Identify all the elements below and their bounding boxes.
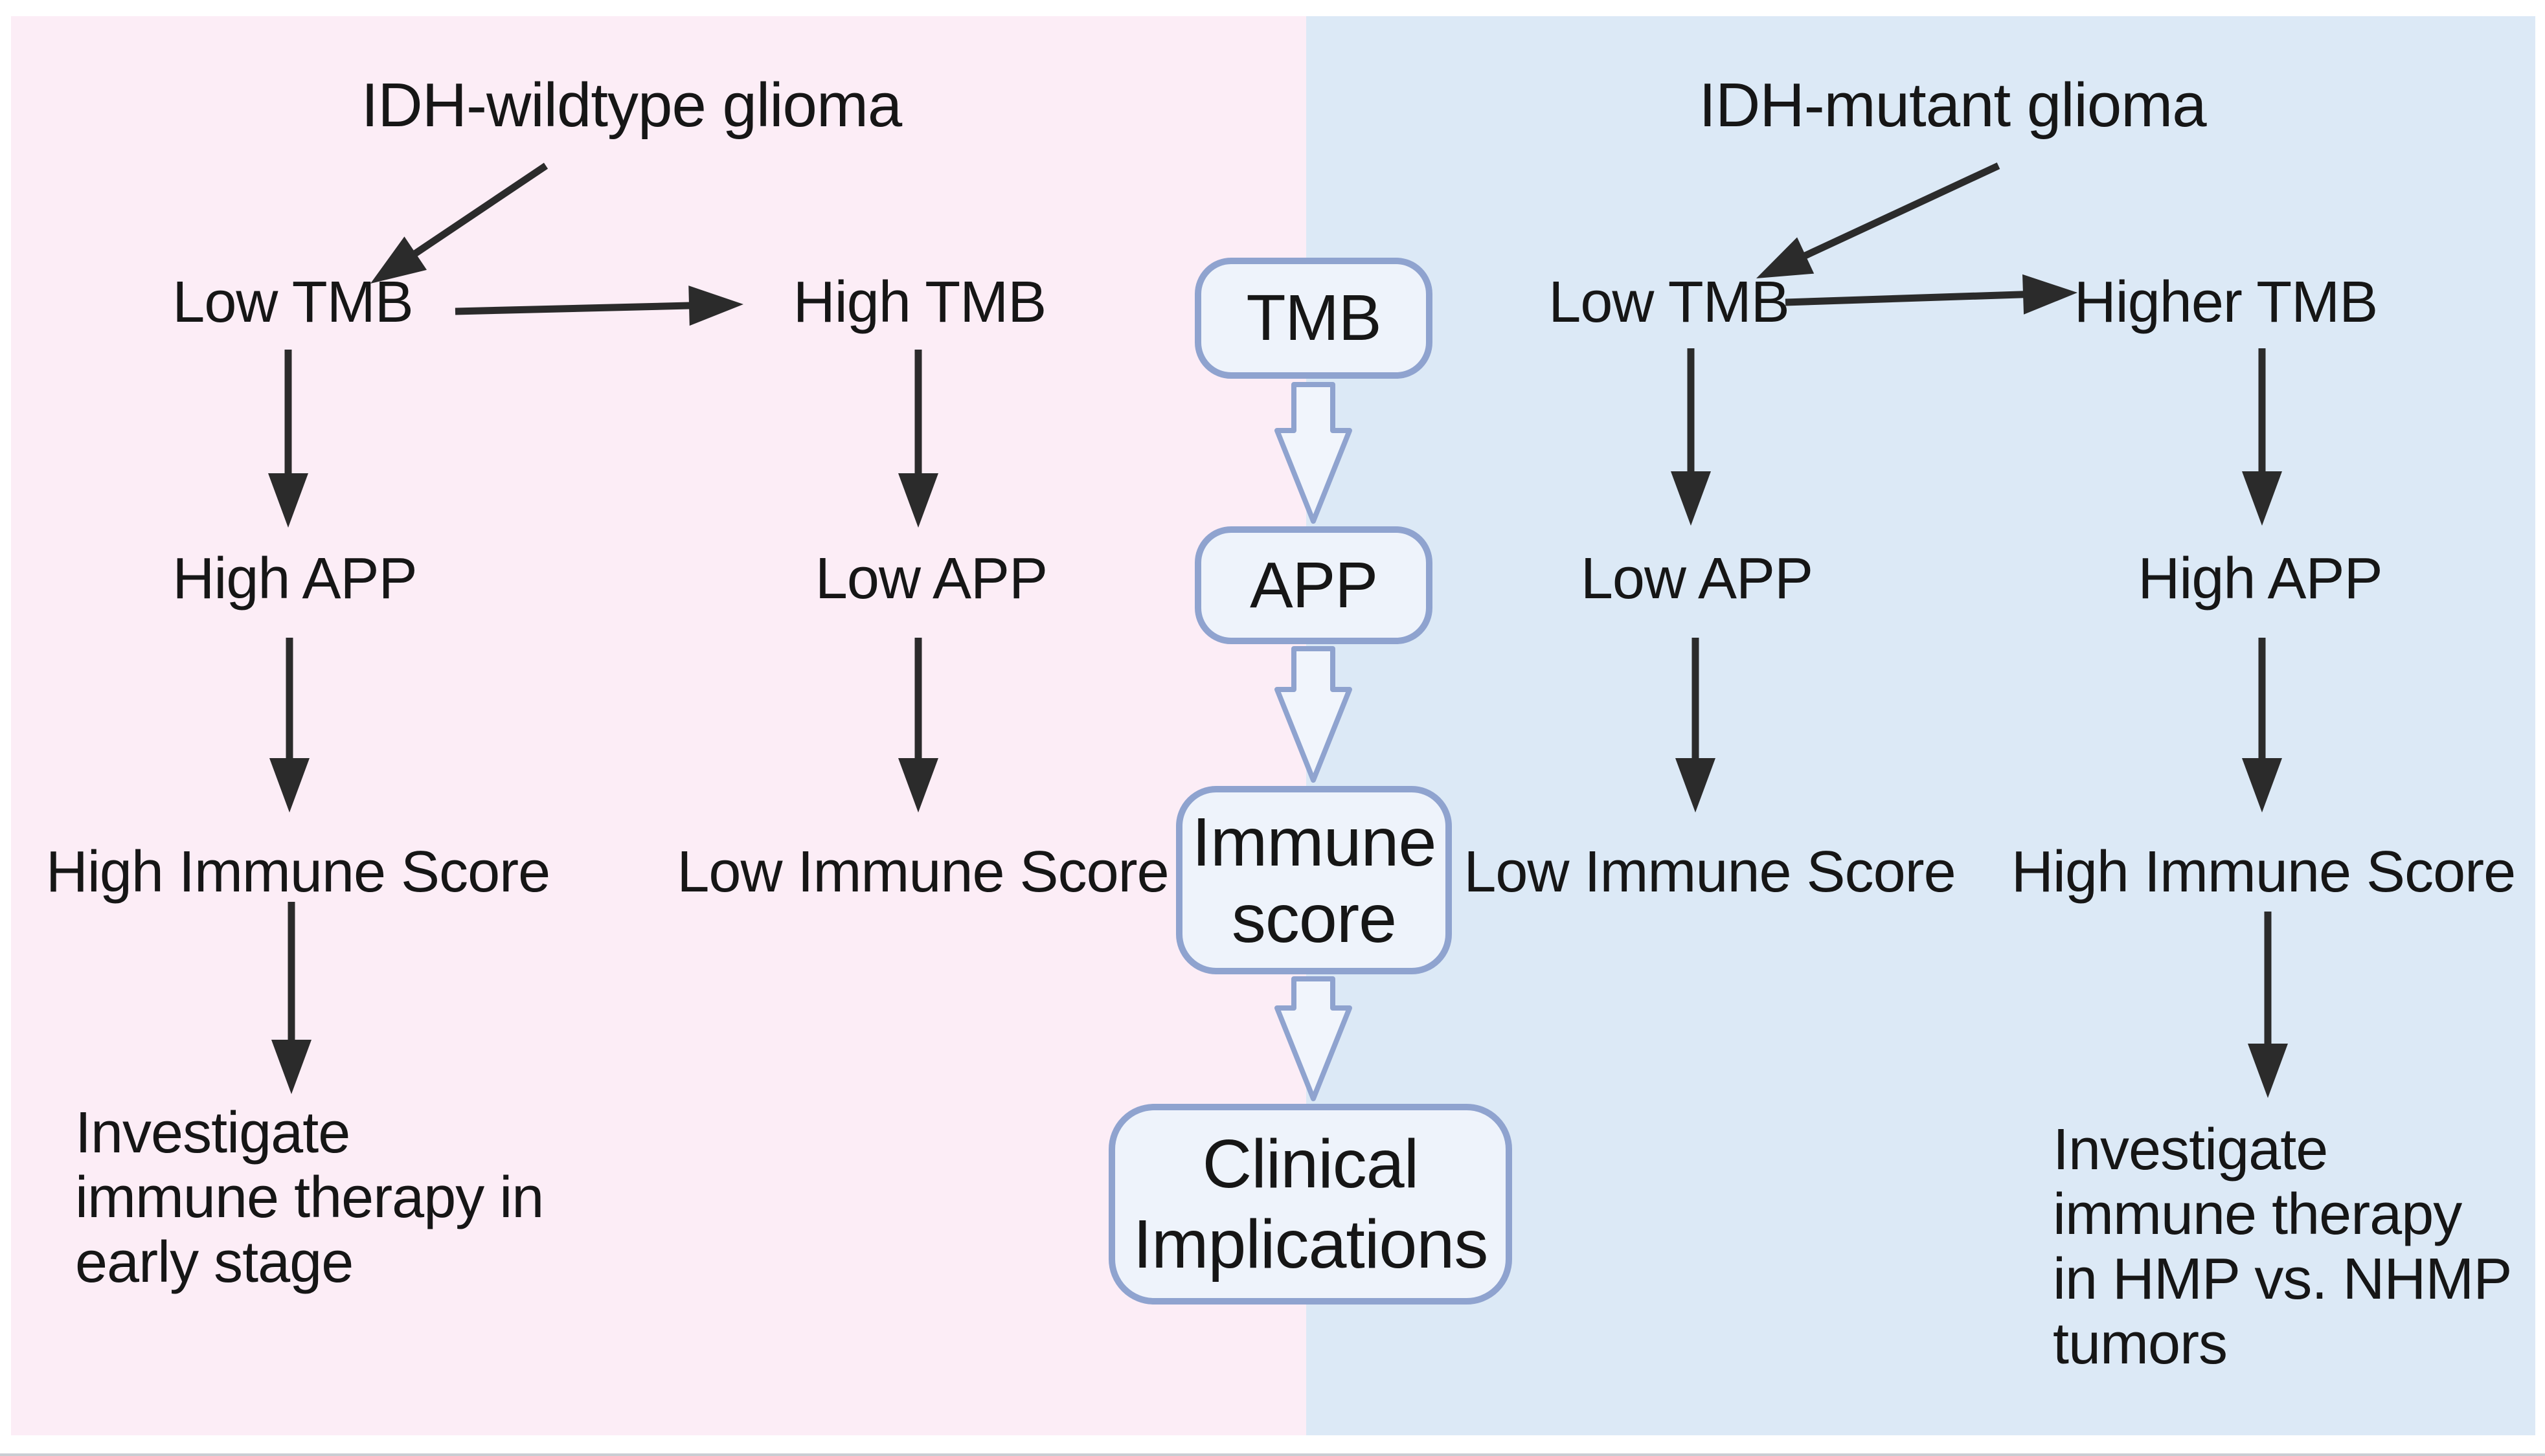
black-arrow-v-high-tmb-low-app: [898, 350, 938, 528]
label-high-tmb-left: High TMB: [793, 270, 1046, 335]
black-arrow-h-low-tmb-to-higher-tmb: [1785, 274, 2077, 315]
app-box: APP: [1195, 526, 1432, 644]
black-arrow-v-higher-tmb-high-app: [2242, 348, 2282, 526]
tmb-box: TMB: [1195, 258, 1432, 379]
screenshot-bottom-border: [0, 1453, 2545, 1456]
immune-score-box: Immune score: [1176, 786, 1452, 974]
title-idh-mutant-glioma: IDH-mutant glioma: [1699, 71, 2206, 140]
black-arrow-v-high-is-investigate-left: [271, 902, 311, 1094]
black-arrow-v-high-is-investigate-right: [2248, 912, 2288, 1098]
label-low-immune-score-left: Low Immune Score: [677, 840, 1169, 905]
label-higher-tmb-right: Higher TMB: [2074, 270, 2378, 335]
black-arrow-v-low-tmb-high-app: [268, 350, 308, 528]
label-high-app-left: High APP: [172, 546, 417, 612]
hollow-arrow-flow-immune-clinical: [1274, 976, 1352, 1101]
black-arrow-v-high-app-high-is: [269, 638, 310, 812]
label-low-tmb-left: Low TMB: [172, 270, 413, 335]
label-low-app-right: Low APP: [1580, 546, 1813, 612]
black-arrow-v-low-tmb-low-app: [1671, 348, 1711, 526]
clinical-implications-box: Clinical Implications: [1109, 1104, 1512, 1305]
text-block-note-early-stage: Investigate immune therapy in early stag…: [75, 1101, 544, 1295]
label-high-app-right: High APP: [2138, 546, 2382, 612]
black-arrow-diag-wildtype-to-low-tmb: [370, 162, 549, 284]
black-arrow-v-high-app-high-is-right: [2242, 638, 2282, 812]
black-arrow-v-low-app-low-is-right: [1675, 638, 1715, 812]
label-low-immune-score-right: Low Immune Score: [1464, 840, 1956, 905]
text-block-note-hmp-nhmp: Investigate immune therapy in HMP vs. NH…: [2053, 1117, 2512, 1376]
label-high-immune-score-left: High Immune Score: [45, 840, 550, 905]
title-idh-wildtype-glioma: IDH-wildtype glioma: [361, 71, 903, 140]
idh-wildtype-panel: [11, 16, 1306, 1435]
hollow-arrow-flow-app-immune: [1274, 646, 1352, 783]
label-low-app-left: Low APP: [815, 546, 1048, 612]
label-low-tmb-right: Low TMB: [1548, 270, 1789, 335]
hollow-arrow-flow-tmb-app: [1274, 382, 1352, 524]
black-arrow-h-low-tmb-to-high-tmb: [455, 286, 743, 326]
black-arrow-diag-mutant-to-low-tmb: [1756, 162, 2000, 278]
black-arrow-v-low-app-low-is-left: [898, 638, 938, 812]
label-high-immune-score-right: High Immune Score: [2011, 840, 2516, 905]
